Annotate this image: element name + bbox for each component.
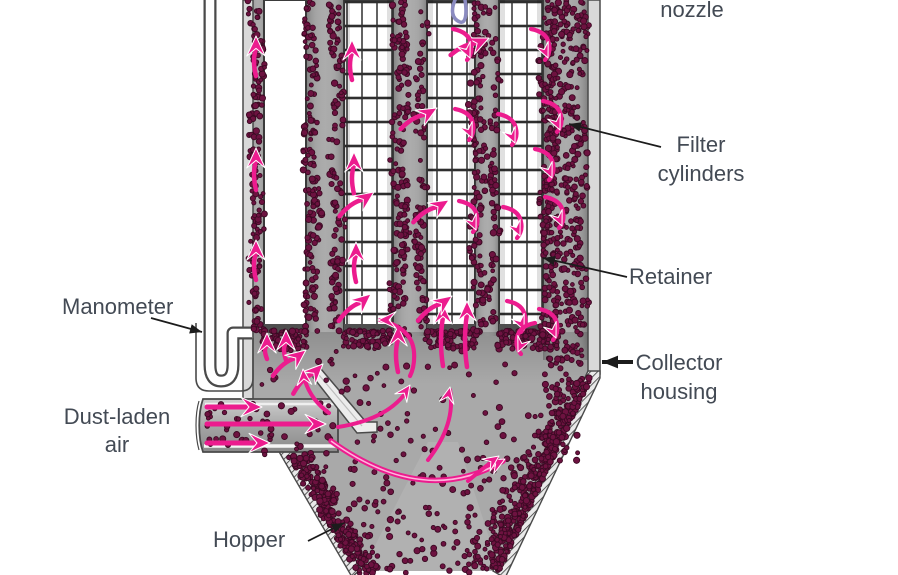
label-collector-housing: Collector housing [616,348,742,406]
nozzle-fragment [450,0,468,24]
label-manometer: Manometer [62,292,173,321]
label-nozzle: nozzle [650,0,734,24]
filter-cylinder-4-with-retainer-cage [498,0,544,333]
label-manometer-text: Manometer [62,294,174,319]
dust-particles [204,0,593,575]
manometer-casing [195,323,254,392]
label-dust-laden-air-line2: air [104,432,130,457]
label-collector-housing-line1: Collector [635,350,723,375]
label-nozzle-text: nozzle [660,0,724,22]
label-retainer-text: Retainer [629,264,713,289]
inlet-duct-broken-edge [195,400,200,451]
label-leader-arrows [150,122,662,542]
filter-cylinder-1 [263,0,307,333]
label-retainer: Retainer [629,262,712,291]
airflow-arrows [204,26,566,484]
label-filter-cylinders-line1: Filter [676,132,726,157]
manometer [195,0,254,392]
label-filter-cylinders: Filter cylinders [640,130,762,188]
label-hopper-text: Hopper [213,527,286,552]
label-collector-housing-line2: housing [640,379,718,404]
label-dust-laden-air-line1: Dust-laden [63,404,171,429]
label-filter-cylinders-line2: cylinders [657,161,745,186]
label-dust-laden-air: Dust-laden air [46,403,188,459]
label-hopper: Hopper [213,525,285,554]
manometer-u-tube-bore [205,0,252,386]
